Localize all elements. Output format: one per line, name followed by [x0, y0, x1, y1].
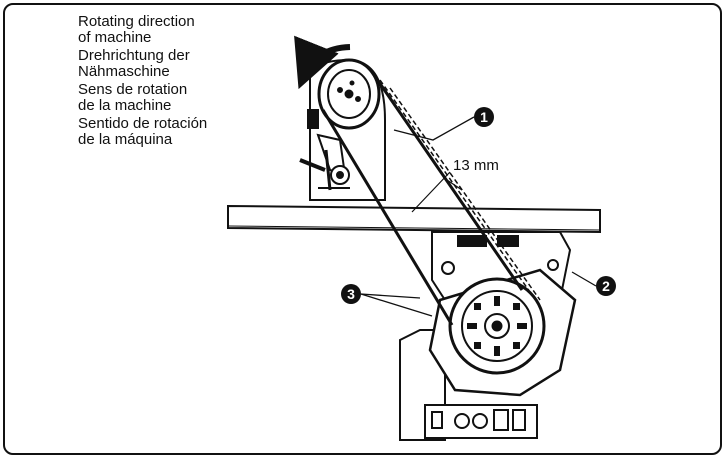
callout-leaders	[360, 116, 597, 317]
caption-en-line-1: Rotating direction	[78, 13, 195, 30]
rotation-direction-arrow	[294, 35, 351, 90]
belt-deflection-dimension	[411, 171, 463, 213]
caption-de-line-2: Nähmaschine	[78, 63, 170, 80]
caption-es-line-2: de la máquina	[78, 131, 173, 148]
v-belt	[321, 71, 541, 326]
rotation-caption: Rotating direction of machine Drehrichtu…	[78, 14, 207, 148]
caption-fr-line-1: Sens de rotation	[78, 81, 188, 98]
deflection-label: 13 mm	[453, 157, 499, 174]
caption-fr-line-2: de la machine	[78, 97, 172, 114]
caption-de-line-1: Drehrichtung der	[78, 47, 190, 64]
caption-es-line-1: Sentido de rotación	[78, 115, 208, 132]
motor-pulley	[448, 277, 546, 375]
control-box	[399, 329, 538, 441]
figure-frame	[3, 3, 722, 455]
callout-3: 3	[341, 284, 361, 304]
caption-en-line-2: of machine	[78, 29, 152, 46]
callout-1: 1	[474, 107, 494, 127]
callout-2: 2	[596, 276, 616, 296]
